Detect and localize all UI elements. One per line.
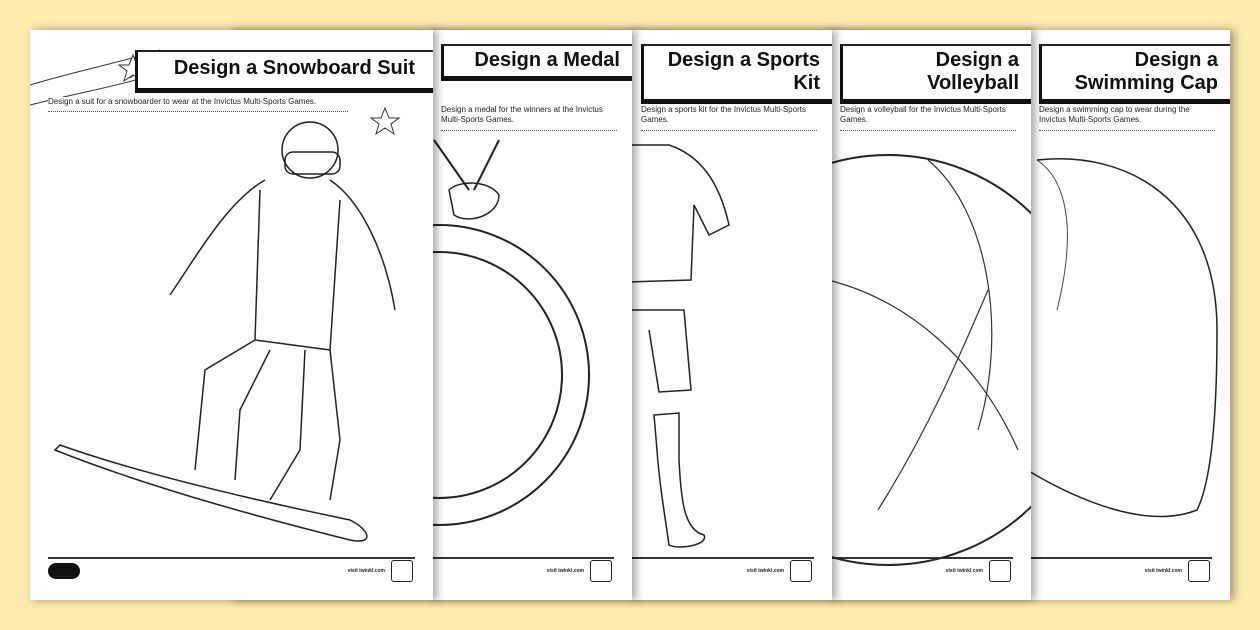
page-subtitle: Design a sports kit for the Invictus Mul… xyxy=(641,105,817,125)
sports-kit-illustration xyxy=(628,144,730,548)
worksheet-snowboard-suit: Design a Snowboard Suit Design a suit fo… xyxy=(30,30,433,600)
twinkl-logo xyxy=(48,563,80,579)
snowboarder-illustration xyxy=(30,49,401,542)
page-title: Design a Sports Kit xyxy=(667,49,820,94)
dotted-divider xyxy=(840,130,1016,131)
page-title: Design a Snowboard Suit xyxy=(173,57,415,79)
title-banner: Design a Snowboard Suit xyxy=(135,50,433,93)
page-subtitle: Design a swimming cap to wear during the… xyxy=(1039,105,1215,125)
footer-link[interactable]: visit twinkl.com xyxy=(746,568,784,574)
dotted-divider xyxy=(1039,130,1215,131)
page-subtitle: Design a suit for a snowboarder to wear … xyxy=(48,97,317,106)
page-title: Design a Swimming Cap xyxy=(1074,49,1218,94)
footer-link[interactable]: visit twinkl.com xyxy=(347,568,385,574)
dotted-divider xyxy=(441,130,617,131)
page-title: Design a Medal xyxy=(474,49,620,71)
footer-divider xyxy=(48,557,415,559)
badge-icon xyxy=(989,560,1011,582)
footer-link[interactable]: visit twinkl.com xyxy=(1144,568,1182,574)
page-subtitle: Design a medal for the winners at the In… xyxy=(441,105,617,125)
footer-link[interactable]: visit twinkl.com xyxy=(945,568,983,574)
badge-icon xyxy=(391,560,413,582)
dotted-divider xyxy=(641,130,817,131)
page-title: Design a Volleyball xyxy=(927,49,1019,94)
footer-link[interactable]: visit twinkl.com xyxy=(546,568,584,574)
badge-icon xyxy=(590,560,612,582)
dotted-divider xyxy=(48,111,348,112)
badge-icon xyxy=(1188,560,1210,582)
title-banner: Design a Volleyball xyxy=(840,44,1031,104)
title-banner: Design a Sports Kit xyxy=(641,44,832,104)
title-banner: Design a Swimming Cap xyxy=(1039,44,1230,104)
swimming-cap-illustration xyxy=(1026,158,1218,518)
badge-icon xyxy=(790,560,812,582)
page-subtitle: Design a volleyball for the Invictus Mul… xyxy=(840,105,1016,125)
title-banner: Design a Medal xyxy=(441,44,632,81)
